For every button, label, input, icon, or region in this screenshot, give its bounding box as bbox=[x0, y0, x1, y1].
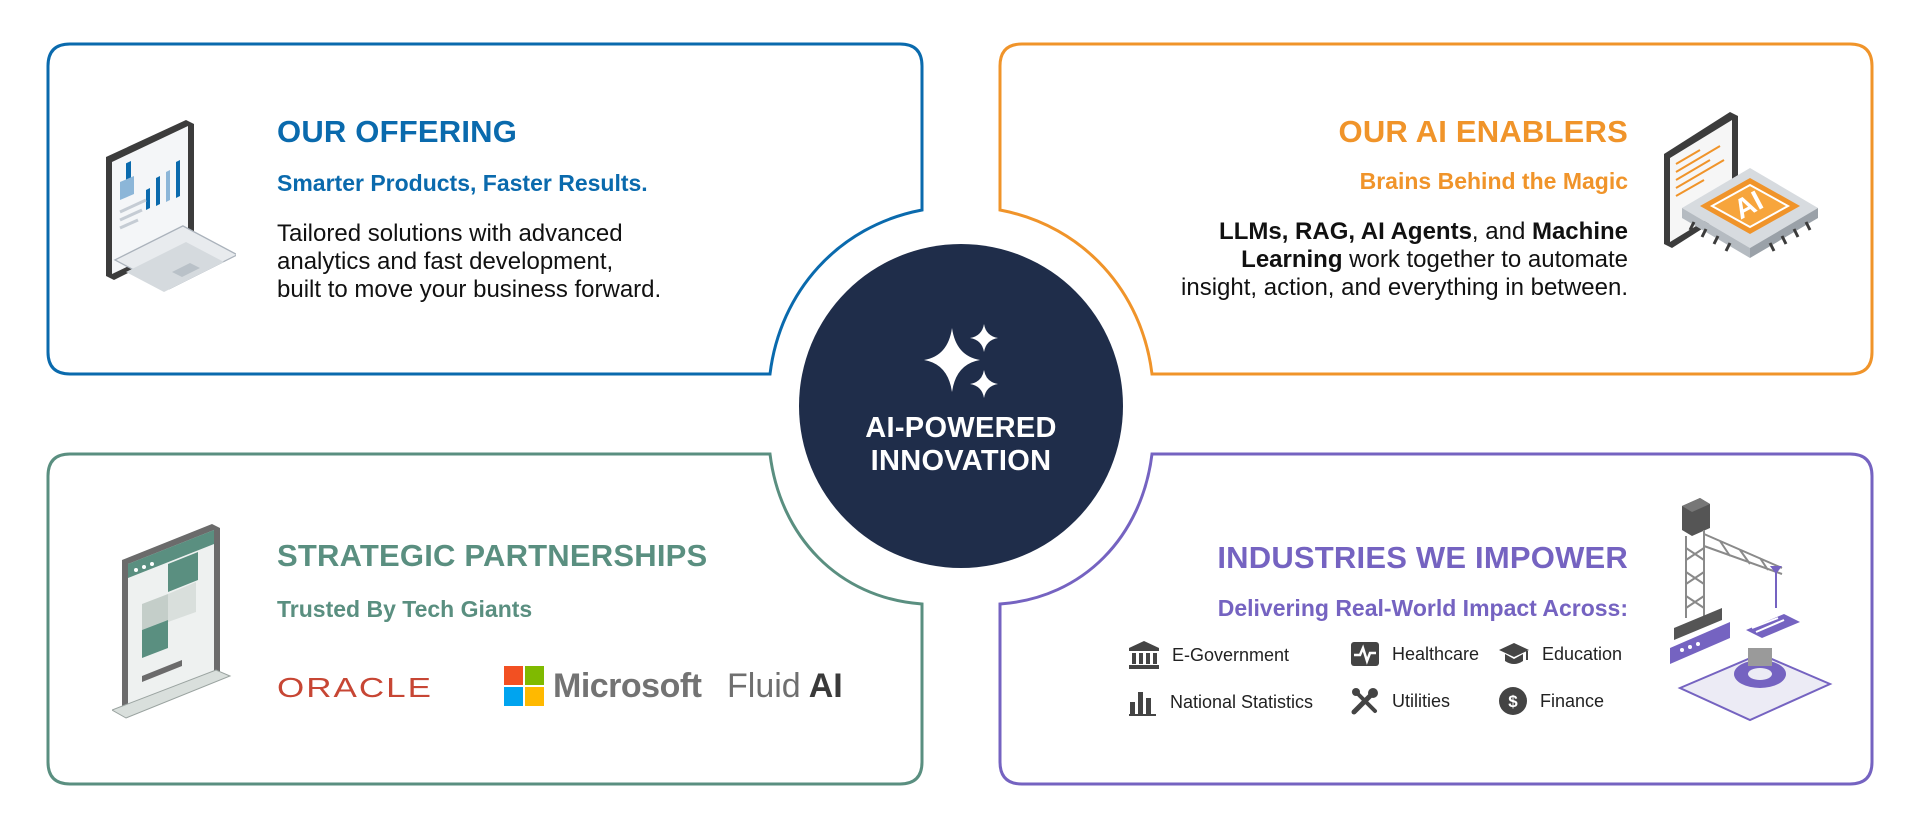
microsoft-logo: Microsoft bbox=[504, 666, 702, 706]
industry-item-utilities: Utilities bbox=[1350, 686, 1450, 716]
enablers-body: LLMs, RAG, AI Agents, and Machine Learni… bbox=[1108, 218, 1628, 302]
industry-item-finance: $ Finance bbox=[1498, 686, 1604, 716]
enablers-body-rest: work together to automate bbox=[1342, 246, 1628, 273]
industries-title: INDUSTRIES WE IMPOWER bbox=[1217, 540, 1628, 575]
industry-label: National Statistics bbox=[1170, 691, 1314, 712]
enablers-subtitle: Brains Behind the Magic bbox=[1359, 168, 1628, 194]
industry-label: E-Government bbox=[1172, 644, 1290, 665]
graduation-cap-icon bbox=[1499, 643, 1529, 664]
industry-item-egov: E-Government bbox=[1128, 640, 1289, 670]
center-title-line2: INNOVATION bbox=[870, 445, 1052, 477]
offering-body-line: analytics and fast development, bbox=[277, 248, 614, 275]
svg-text:$: $ bbox=[1508, 692, 1518, 711]
fluid-ai-logo: Fluid AI bbox=[727, 667, 843, 706]
heartbeat-icon bbox=[1351, 642, 1379, 666]
government-building-icon bbox=[1129, 641, 1159, 669]
industry-label: Utilities bbox=[1392, 690, 1451, 711]
enablers-body-tech: LLMs, RAG, AI Agents bbox=[1219, 218, 1472, 245]
offering-body: Tailored solutions with advanced analyti… bbox=[277, 220, 661, 304]
offering-title: OUR OFFERING bbox=[277, 114, 518, 149]
offering-frame bbox=[46, 42, 924, 376]
center-title: AI-POWERED INNOVATION bbox=[800, 412, 1122, 478]
oracle-logo: ORACLE bbox=[277, 668, 433, 708]
enablers-body-line3: insight, action, and everything in betwe… bbox=[1181, 274, 1628, 301]
partnerships-title: STRATEGIC PARTNERSHIPS bbox=[277, 538, 708, 573]
dollar-icon: $ bbox=[1499, 687, 1527, 715]
fluid-logo-text: Fluid bbox=[727, 667, 801, 705]
partnerships-subtitle: Trusted By Tech Giants bbox=[277, 596, 533, 622]
enablers-body-and: , and bbox=[1471, 218, 1532, 245]
industry-label: Finance bbox=[1540, 690, 1605, 711]
enablers-body-ml1: Machine bbox=[1531, 218, 1628, 245]
industry-item-health: Healthcare bbox=[1350, 640, 1479, 668]
industry-item-education: Education bbox=[1498, 640, 1622, 668]
offering-body-line: built to move your business forward. bbox=[277, 276, 662, 303]
tools-icon bbox=[1351, 688, 1378, 715]
fluid-ai-logo-text: AI bbox=[808, 667, 843, 705]
microsoft-squares-icon bbox=[504, 666, 544, 706]
industries-subtitle: Delivering Real-World Impact Across: bbox=[1217, 595, 1628, 621]
puzzle-screen-icon bbox=[112, 524, 232, 719]
enablers-title: OUR AI ENABLERS bbox=[1338, 114, 1628, 149]
industry-label: Education bbox=[1542, 643, 1623, 664]
bar-chart-icon bbox=[1129, 692, 1156, 716]
enablers-body-ml2: Learning bbox=[1241, 246, 1343, 273]
oracle-logo-text: ORACLE bbox=[277, 672, 433, 704]
industry-label: Healthcare bbox=[1392, 643, 1480, 664]
construction-crane-icon bbox=[1670, 498, 1833, 722]
microsoft-logo-text: Microsoft bbox=[553, 666, 702, 705]
center-title-line1: AI-POWERED bbox=[865, 412, 1057, 444]
industry-item-stats: National Statistics bbox=[1128, 688, 1313, 716]
center-circle bbox=[799, 244, 1123, 568]
enablers-frame bbox=[998, 42, 1874, 376]
laptop-analytics-icon bbox=[106, 120, 236, 292]
industries-frame bbox=[998, 452, 1874, 786]
partnerships-frame bbox=[46, 452, 924, 786]
offering-subtitle: Smarter Products, Faster Results. bbox=[277, 170, 648, 196]
sparkles-icon bbox=[924, 324, 998, 398]
offering-body-line: Tailored solutions with advanced bbox=[277, 220, 623, 247]
ai-chip-icon: AI bbox=[1664, 112, 1818, 258]
